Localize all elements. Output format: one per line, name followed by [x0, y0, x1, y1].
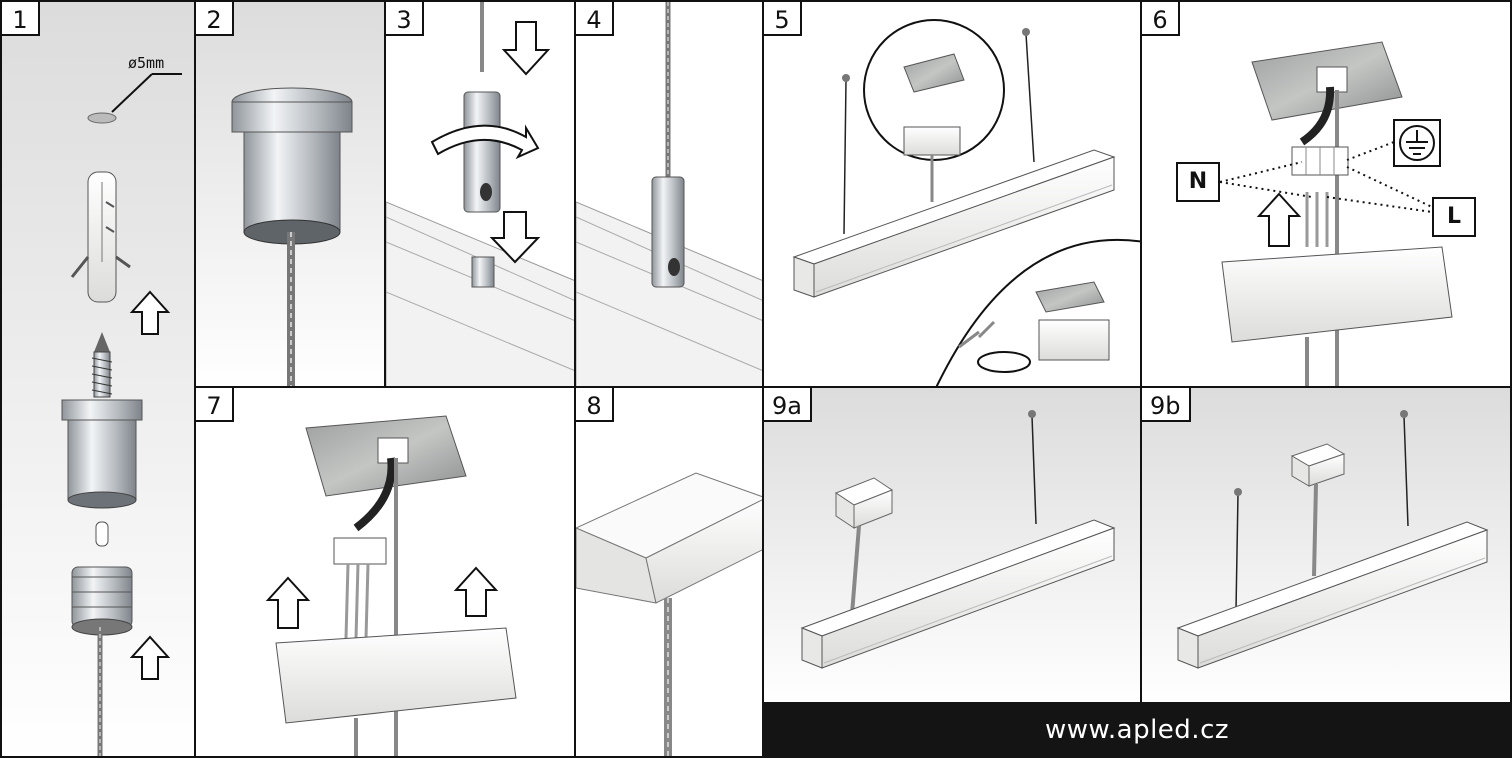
cable-grip-mounted-illustration: [576, 2, 762, 386]
up-arrow-icon: [265, 576, 311, 629]
down-arrow-icon: [489, 211, 541, 264]
up-arrow-icon: [1256, 192, 1302, 247]
step-4-number: 4: [576, 2, 614, 36]
drill-hole-dimension: ø5mm: [128, 54, 165, 72]
threaded-cable-grip: [71, 566, 133, 636]
step-3-number: 3: [386, 2, 424, 36]
step-3-panel: 3: [384, 0, 576, 388]
variant-canopy-centered-illustration: [1142, 388, 1510, 702]
step-8-number: 8: [576, 388, 614, 422]
neutral-label: N: [1176, 162, 1220, 202]
anchor-assembly-illustration: [2, 2, 194, 756]
step-6-panel: 6: [1140, 0, 1512, 388]
neutral-leader: [1219, 161, 1303, 183]
rotate-arrow-icon: [430, 124, 540, 160]
earth-ground-icon: [1393, 119, 1441, 167]
step-9a-panel: 9a: [762, 386, 1142, 704]
canopy-closed-illustration: [576, 388, 762, 756]
step-1-number: 1: [2, 2, 40, 36]
step-7-number: 7: [196, 388, 234, 422]
line-label: L: [1432, 197, 1476, 237]
screw: [91, 332, 113, 398]
suspended-fixture-illustration: [764, 2, 1140, 386]
step-8-panel: 8: [574, 386, 764, 758]
up-arrow-icon: [129, 635, 171, 680]
step-9b-number: 9b: [1142, 388, 1191, 422]
canopy-closeup-illustration: [196, 2, 384, 386]
step-5-panel: 5: [762, 0, 1142, 388]
up-arrow-icon: [129, 290, 171, 335]
threaded-stud: [471, 256, 495, 288]
variant-canopy-at-end-illustration: [764, 388, 1140, 702]
step-9a-number: 9a: [764, 388, 812, 422]
step-7-panel: 7: [194, 386, 576, 758]
step-6-number: 6: [1142, 2, 1180, 36]
up-arrow-icon: [453, 566, 499, 617]
down-arrow-icon: [501, 21, 551, 76]
line-leader: [1346, 166, 1433, 208]
drill-hole: [87, 112, 117, 124]
step-2-number: 2: [196, 2, 234, 36]
dimension-leader: [111, 73, 153, 113]
detail-callout: [863, 19, 1005, 161]
ceiling-canopy: [61, 399, 143, 509]
step-1-panel: 1: [0, 0, 196, 758]
website-footer[interactable]: www.apled.cz: [762, 702, 1512, 758]
step-4-panel: 4: [574, 0, 764, 388]
cable-grip-fixing-illustration: [386, 2, 574, 386]
step-2-panel: 2: [194, 0, 386, 388]
cable-sleeve: [95, 521, 109, 547]
wall-plug: [70, 171, 131, 303]
step-9b-panel: 9b: [1140, 386, 1512, 704]
canopy-closing-illustration: [196, 388, 574, 756]
step-5-number: 5: [764, 2, 802, 36]
earth-leader: [1346, 141, 1395, 161]
wiring-connection-illustration: [1142, 2, 1510, 386]
